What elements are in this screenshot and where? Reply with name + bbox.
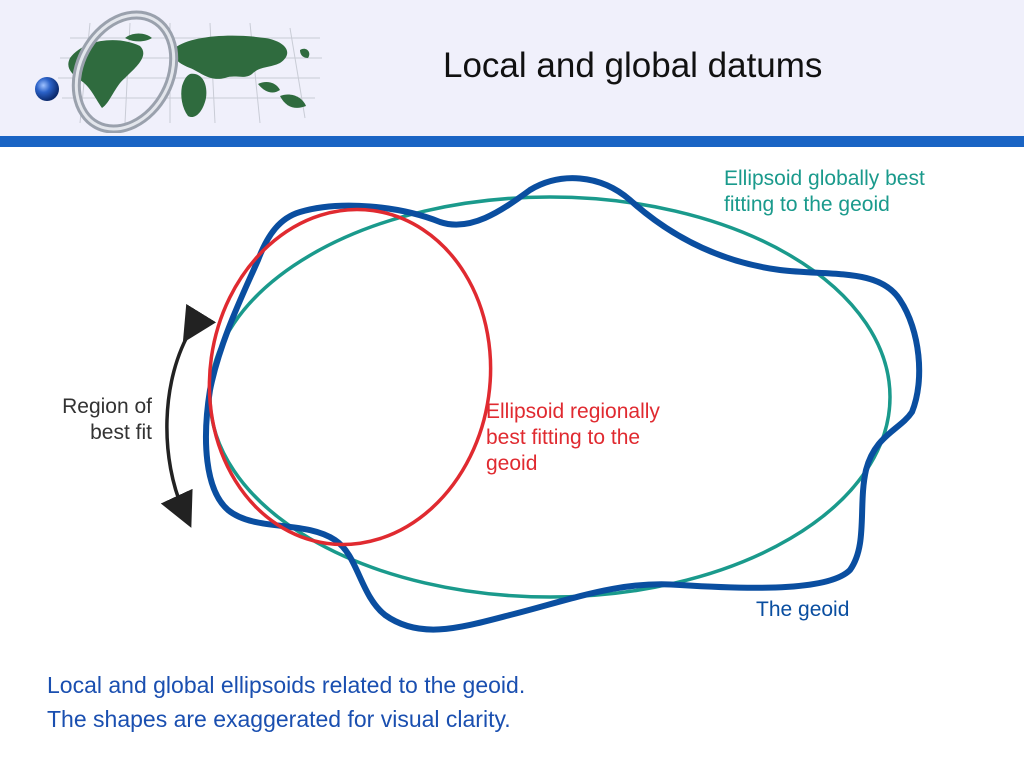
global-ellipsoid: [208, 195, 892, 599]
slide-title: Local and global datums: [443, 46, 823, 85]
regional-ellipsoid: [207, 207, 493, 547]
region-label-line: Region of: [62, 395, 152, 418]
caption-line: The shapes are exaggerated for visual cl…: [47, 706, 511, 732]
geoid-label: The geoid: [756, 598, 850, 621]
region-of-best-fit-label: Region of best fit: [30, 394, 152, 446]
region-label-line: best fit: [90, 421, 152, 444]
regional-ellipsoid-label: Ellipsoid regionally best fitting to the…: [486, 399, 660, 477]
regional-ellipsoid-label-line: best fitting to the: [486, 426, 641, 449]
global-ellipsoid-label-line: fitting to the geoid: [724, 193, 890, 216]
region-of-best-fit-arrow: [160, 303, 217, 528]
geoid-curve: [203, 175, 923, 633]
header-rule: [0, 136, 1024, 147]
regional-ellipsoid-label-line: Ellipsoid regionally: [486, 400, 660, 423]
globe-map-logo-icon: [35, 10, 322, 133]
global-ellipsoid-label-line: Ellipsoid globally best: [724, 167, 925, 190]
caption-line: Local and global ellipsoids related to t…: [47, 672, 526, 698]
caption: Local and global ellipsoids related to t…: [47, 668, 525, 736]
global-ellipsoid-label: Ellipsoid globally best fitting to the g…: [724, 166, 925, 218]
regional-ellipsoid-label-line: geoid: [486, 452, 538, 475]
